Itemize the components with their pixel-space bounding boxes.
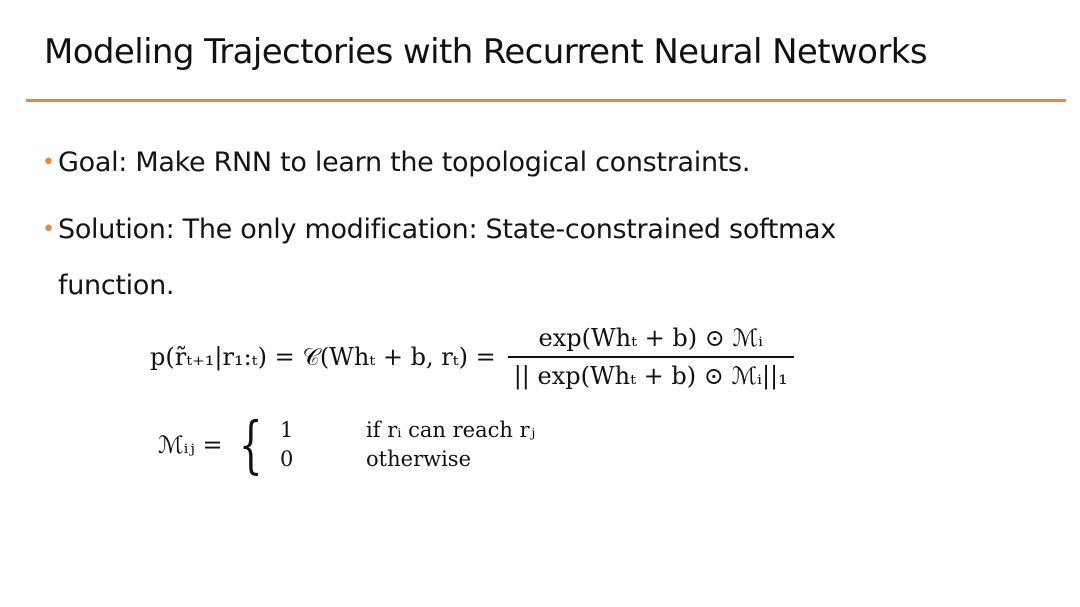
case-2-condition: otherwise <box>366 447 472 471</box>
softmax-fraction: exp(Whₜ + b) ⊙ ℳᵢ || exp(Whₜ + b) ⊙ ℳᵢ||… <box>507 323 794 391</box>
fraction-bar <box>507 356 794 358</box>
slide-title: Modeling Trajectories with Recurrent Neu… <box>44 32 928 72</box>
case-2-value: 0 <box>280 447 294 471</box>
bullet-marker: • <box>42 150 55 175</box>
fraction-numerator: exp(Whₜ + b) ⊙ ℳᵢ <box>538 324 763 353</box>
bullet-marker: • <box>42 217 55 242</box>
bullet-goal: • Goal: Make RNN to learn the topologica… <box>42 138 942 188</box>
bullet-list: • Goal: Make RNN to learn the topologica… <box>42 138 942 314</box>
title-divider <box>26 99 1066 102</box>
softmax-formula: p(r̃ₜ₊₁|r₁:ₜ) = 𝒞(Whₜ + b, rₜ) = exp(Whₜ… <box>150 322 794 392</box>
bullet-goal-text: Goal: Make RNN to learn the topological … <box>58 147 751 178</box>
case-1-value: 1 <box>280 418 294 442</box>
mask-formula: ℳᵢⱼ = { 1 if rᵢ can reach rⱼ 0 otherwise <box>158 410 535 480</box>
fraction-denominator: || exp(Whₜ + b) ⊙ ℳᵢ||₁ <box>513 361 788 390</box>
case-1-condition: if rᵢ can reach rⱼ <box>366 418 536 442</box>
bullet-solution-line2: function. <box>58 270 175 301</box>
bullet-solution: • Solution: The only modification: State… <box>42 202 942 314</box>
mask-cases: 1 if rᵢ can reach rⱼ 0 otherwise <box>280 416 535 474</box>
cases-brace: { <box>238 408 263 481</box>
softmax-formula-lhs: p(r̃ₜ₊₁|r₁:ₜ) = 𝒞(Whₜ + b, rₜ) = <box>150 343 496 371</box>
bullet-solution-line1: Solution: The only modification: State-c… <box>58 214 836 245</box>
mask-formula-lhs: ℳᵢⱼ = <box>158 431 223 459</box>
